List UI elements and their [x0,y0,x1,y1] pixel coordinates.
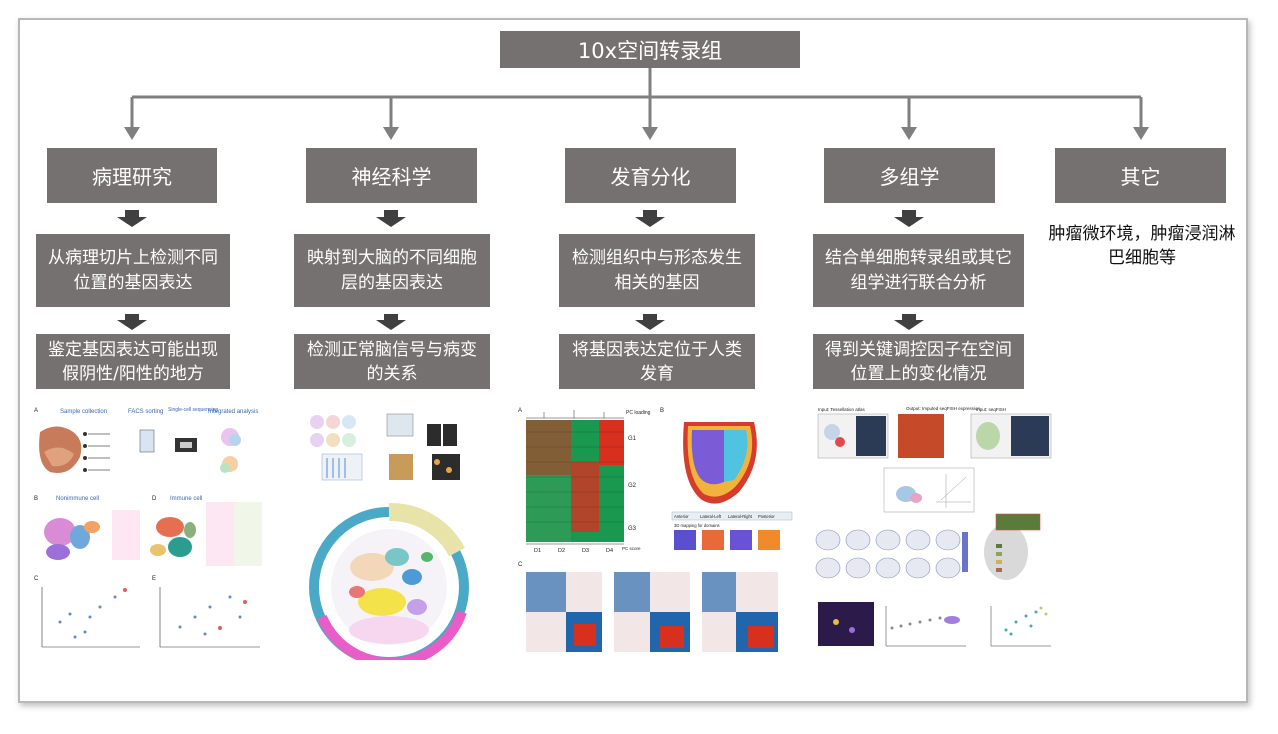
figure-caption: Integrated analysis [208,409,258,415]
svg-text:D3: D3 [582,548,589,554]
svg-text:G1: G1 [628,436,637,442]
svg-text:B: B [660,408,664,414]
figure-pathology: A Sample collection FACS sorting Single-… [30,402,268,660]
desc-multiomics: 结合单细胞转录组或其它组学进行联合分析 [813,234,1024,307]
svg-text:Lateral-Right: Lateral-Right [728,514,753,519]
desc-other: 肿瘤微环境，肿瘤浸润淋巴细胞等 [1048,224,1236,268]
svg-text:B: B [34,496,38,502]
figure-neuroscience [277,402,497,660]
down-arrow-icon [117,210,147,227]
svg-text:A: A [518,408,522,414]
down-arrow-icon [376,210,406,227]
down-arrow-icon [117,314,147,330]
category-neuroscience: 神经科学 [306,148,477,203]
category-multiomics: 多组学 [824,148,995,203]
svg-text:C: C [34,576,39,582]
svg-text:Input: Tessellation atlas: Input: Tessellation atlas [818,407,865,412]
desc-pathology: 从病理切片上检测不同位置的基因表达 [36,234,230,307]
category-development: 发育分化 [565,148,736,203]
down-arrow-icon [635,314,665,330]
diagram-title: 10x空间转录组 [500,31,800,68]
panel-label: A [34,408,38,414]
svg-text:Input: seqFISH: Input: seqFISH [976,407,1006,412]
result-pathology: 鉴定基因表达可能出现假阴性/阳性的地方 [36,334,230,389]
svg-text:C: C [518,562,523,568]
svg-text:3D mapping for domains: 3D mapping for domains [674,523,720,528]
svg-text:D4: D4 [606,548,613,554]
connector-arrow-icon [901,127,917,140]
figure-multiomics: Input: Tessellation atlas Output: Impute… [806,402,1060,660]
svg-text:Lateral-Left: Lateral-Left [700,514,722,519]
desc-neuroscience: 映射到大脑的不同细胞层的基因表达 [294,234,490,307]
down-arrow-icon [894,210,924,227]
connector-arrow-icon [124,127,140,140]
connector-arrow-icon [383,127,399,140]
category-other: 其它 [1055,148,1226,203]
svg-text:D1: D1 [534,548,541,554]
svg-text:Output: Imputed seqFISH expres: Output: Imputed seqFISH expression [906,406,981,411]
svg-text:G2: G2 [628,483,637,489]
figure-caption: Single-cell sequencing [168,407,218,413]
figure-caption: Sample collection [60,409,107,415]
result-neuroscience: 检测正常脑信号与病变的关系 [294,334,490,389]
result-development: 将基因表达定位于人类发育 [559,334,755,389]
figure-development: A PC loading G1 G2 G3 PC score D1 D2 D3 … [514,402,794,660]
svg-text:E: E [152,576,156,582]
svg-text:Immune cell: Immune cell [170,496,202,502]
svg-text:G3: G3 [628,526,637,532]
connector-arrow-icon [1133,127,1149,140]
figure-caption: FACS sorting [128,409,163,415]
down-arrow-icon [894,314,924,330]
category-pathology: 病理研究 [47,148,217,203]
svg-text:PC score: PC score [622,546,641,551]
connector-arrow-icon [642,127,658,140]
svg-text:D: D [152,496,157,502]
down-arrow-icon [376,314,406,330]
svg-text:PC loading: PC loading [626,410,651,416]
result-multiomics: 得到关键调控因子在空间位置上的变化情况 [813,334,1024,389]
svg-text:D2: D2 [558,548,565,554]
down-arrow-icon [635,210,665,227]
svg-text:Posterior: Posterior [758,514,775,519]
desc-development: 检测组织中与形态发生相关的基因 [559,234,755,307]
svg-text:Nonimmune cell: Nonimmune cell [56,496,99,502]
svg-text:Anterior: Anterior [674,514,689,519]
